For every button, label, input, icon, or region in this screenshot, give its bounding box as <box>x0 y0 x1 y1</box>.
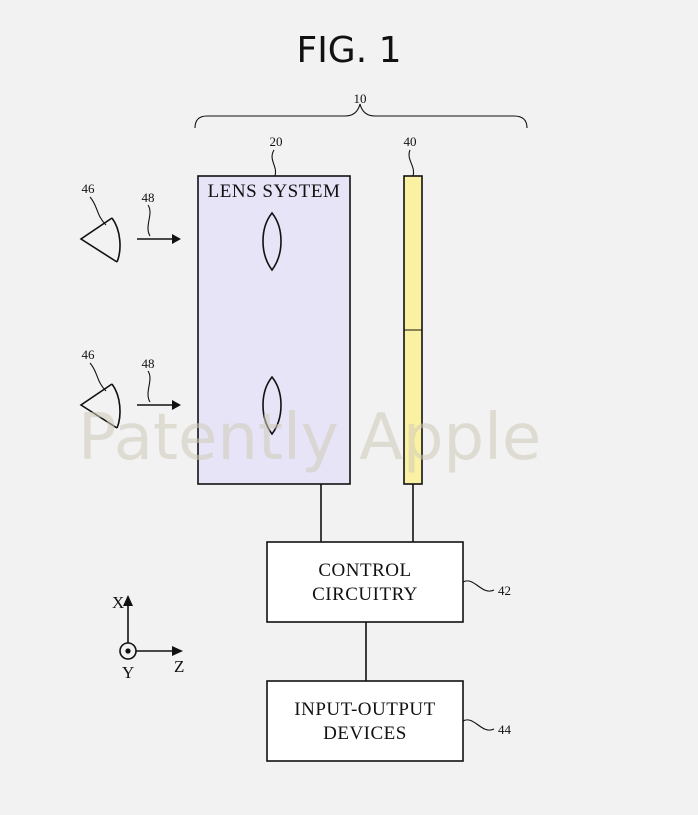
lens-upper <box>262 211 282 272</box>
light-upper-ref-leader <box>147 204 151 237</box>
io-line2: DEVICES <box>323 723 407 744</box>
axis-y-label: Y <box>122 663 134 682</box>
io-ref-leader <box>462 719 495 731</box>
lens-system-label: LENS SYSTEM <box>208 181 341 202</box>
control-circuitry-box <box>266 541 464 623</box>
control-ref-label: 42 <box>498 583 511 598</box>
control-line1: CONTROL <box>318 560 411 581</box>
control-ref-leader <box>462 580 495 592</box>
eye-upper-ref-leader <box>89 196 107 226</box>
figure-title: FIG. 1 <box>296 30 401 71</box>
io-devices-box <box>266 680 464 762</box>
light-lower-ref-leader <box>147 370 151 403</box>
io-ref-label: 44 <box>498 722 512 737</box>
eye-lower-icon <box>79 383 121 429</box>
system-brace <box>194 103 528 129</box>
eye-upper-icon <box>79 217 121 263</box>
axis-x-label: X <box>112 593 124 612</box>
axis-x-arrow-icon <box>123 595 133 643</box>
io-line1: INPUT-OUTPUT <box>294 699 435 720</box>
watermark-text: Patently Apple <box>78 401 541 475</box>
eye-lower-ref-leader <box>89 362 107 392</box>
display-ref-label: 40 <box>404 134 417 149</box>
axis-y-out-of-page-icon <box>119 642 137 660</box>
light-arrow-upper-icon <box>137 234 181 244</box>
eye-lower-ref-label: 46 <box>82 347 96 362</box>
system-ref-label: 10 <box>354 91 367 106</box>
axis-z-arrow-icon <box>136 646 183 656</box>
light-arrow-lower-icon <box>137 400 181 410</box>
axis-z-label: Z <box>174 657 184 676</box>
lens-ref-leader <box>271 149 277 177</box>
control-line2: CIRCUITRY <box>312 584 418 605</box>
light-lower-ref-label: 48 <box>142 356 155 371</box>
display-ref-leader <box>408 149 415 177</box>
eye-upper-ref-label: 46 <box>82 181 96 196</box>
lens-lower <box>262 375 282 436</box>
lens-system-box <box>197 175 351 485</box>
light-upper-ref-label: 48 <box>142 190 155 205</box>
lens-ref-label: 20 <box>270 134 283 149</box>
